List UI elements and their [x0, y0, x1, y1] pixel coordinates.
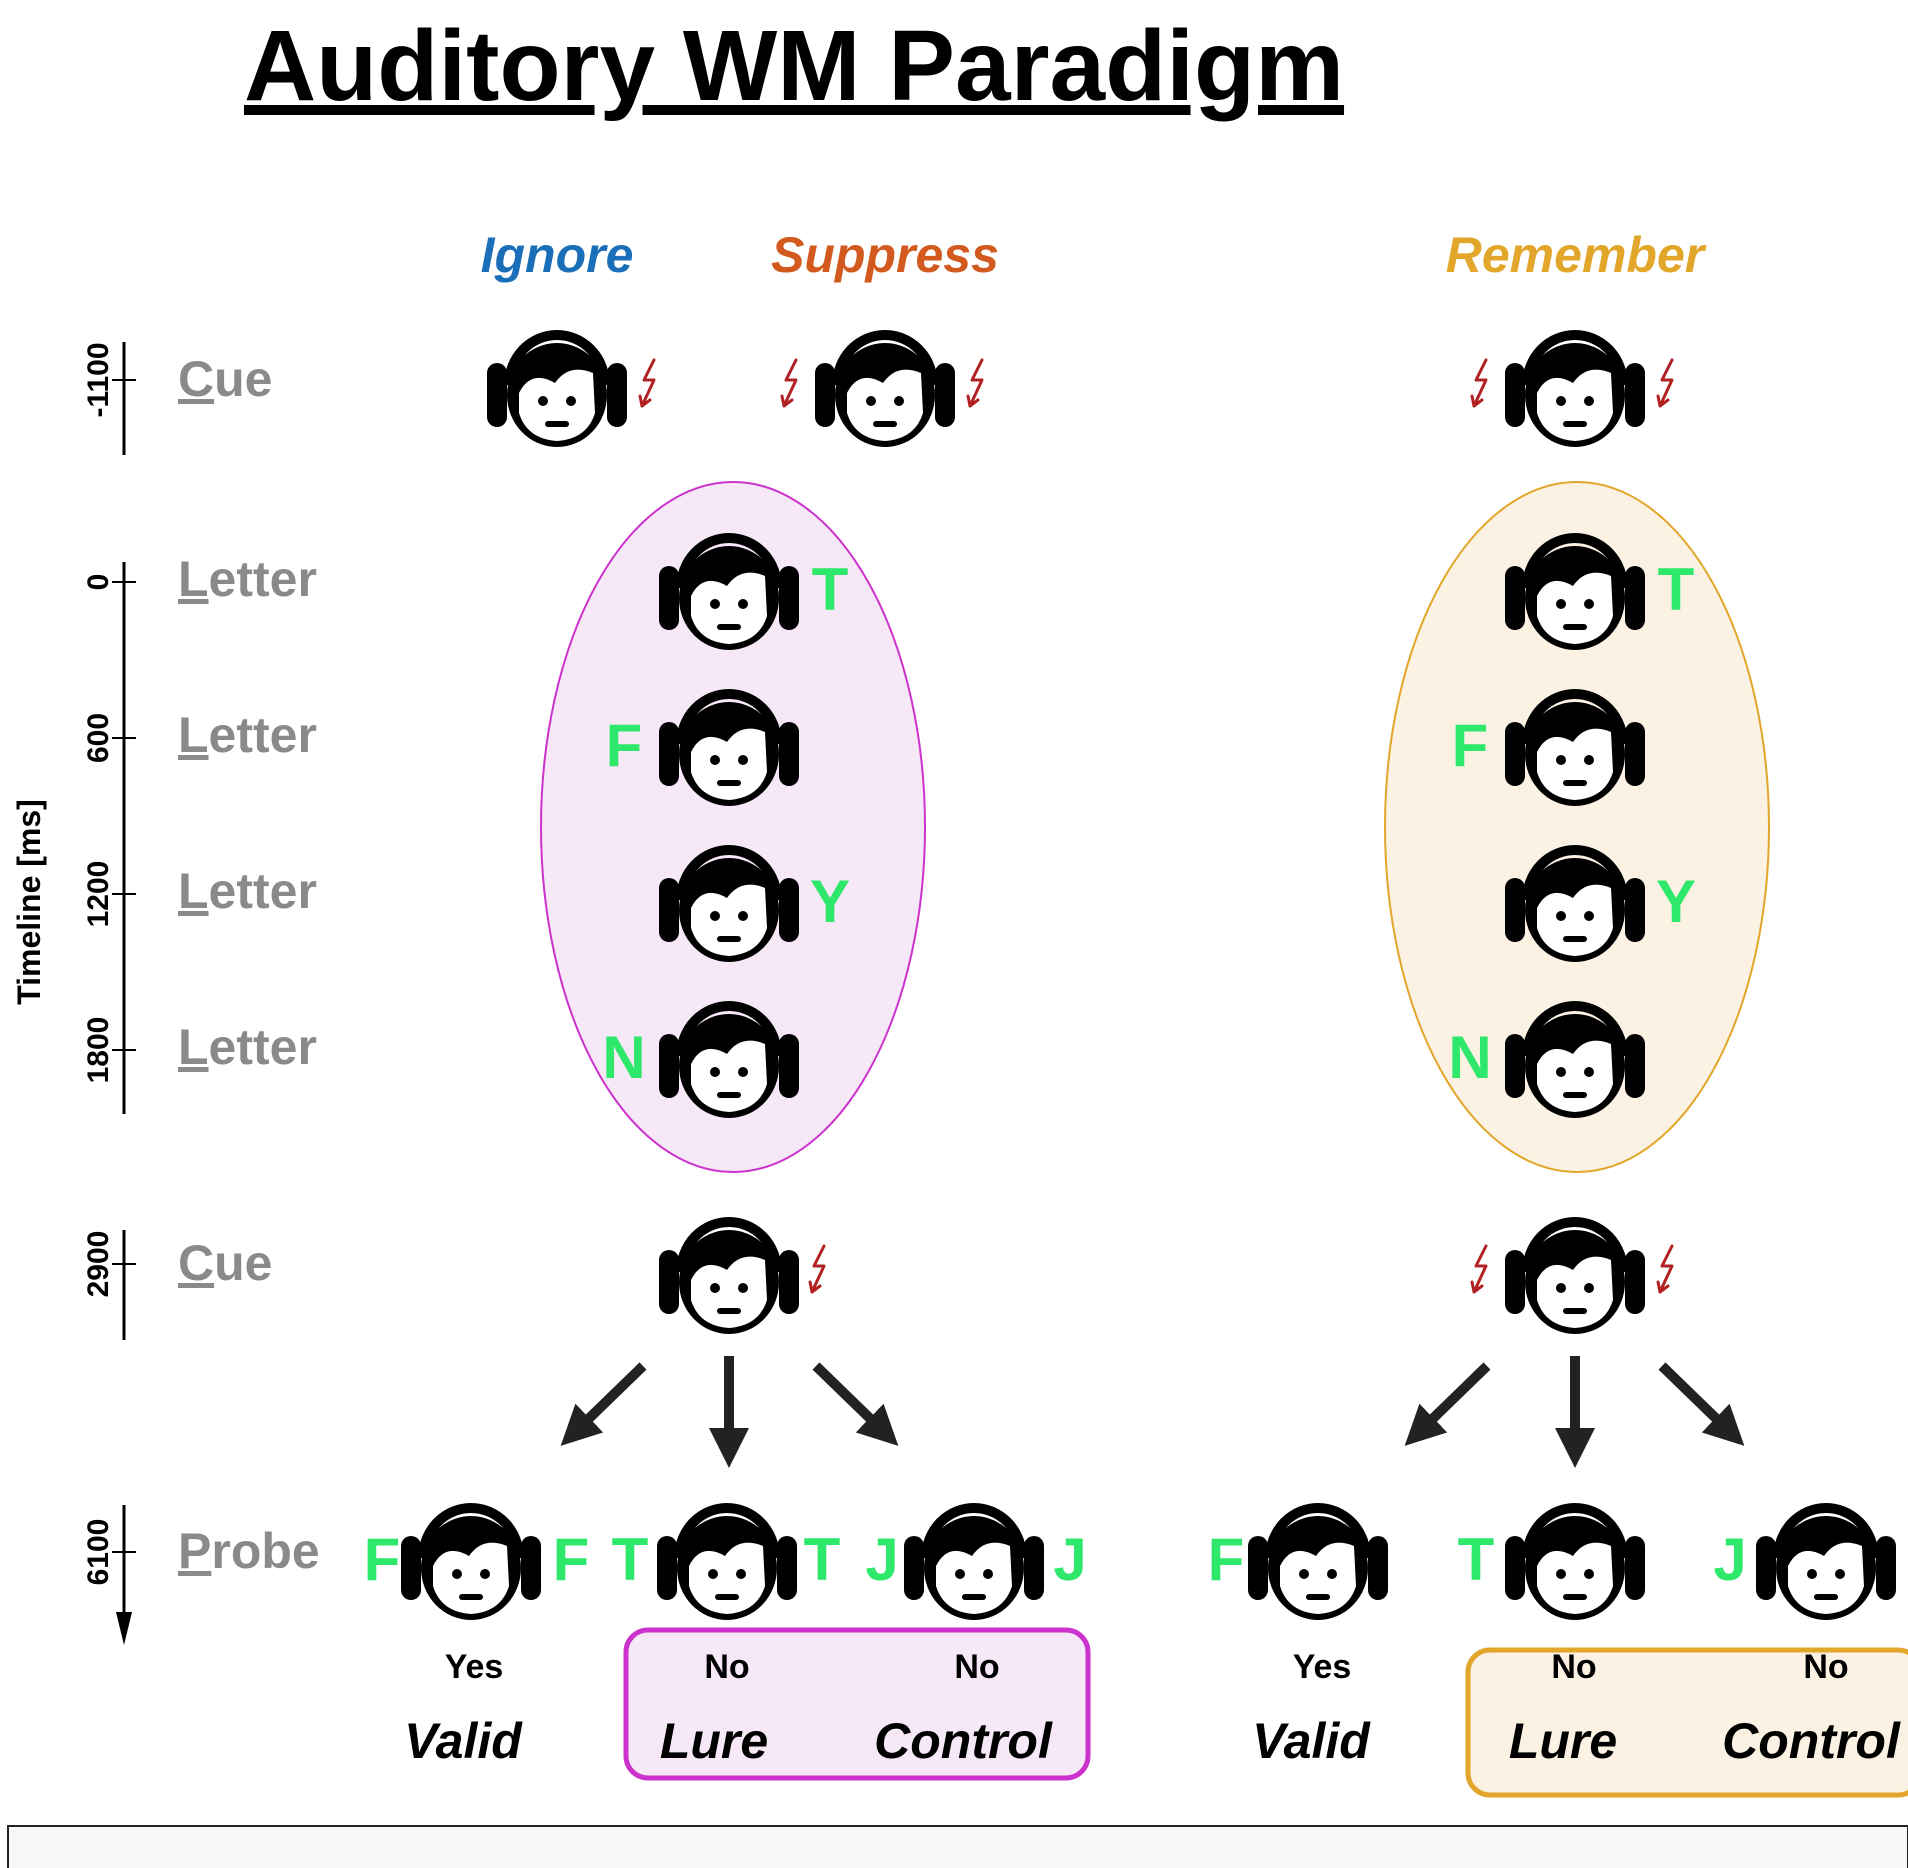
axis-tick--1100: -1100: [82, 342, 115, 417]
headphones-face-icon: [1505, 335, 1645, 447]
arrow-icon: [560, 1362, 647, 1446]
lightning-bolt-icon: [780, 358, 798, 408]
row-label-letter-3: Letter: [178, 863, 317, 919]
headphones-face-icon: [657, 1508, 797, 1620]
headphones-face-icon: [659, 1222, 799, 1334]
probe-letter-control: J: [1713, 1526, 1746, 1593]
letter-item: Y: [810, 868, 850, 935]
letter-item: F: [1452, 712, 1489, 779]
condition-suppress: Suppress: [771, 227, 999, 283]
headphones-face-icon: [904, 1508, 1044, 1620]
headphones-face-icon: [1248, 1508, 1388, 1620]
letter-item: F: [606, 712, 643, 779]
probe-letter-valid-left: F: [364, 1526, 401, 1593]
probe-letter-lure: T: [1458, 1526, 1495, 1593]
arrow-icon: [1658, 1362, 1745, 1446]
probe-response-lure: No: [704, 1648, 749, 1686]
timeline-axis: [112, 342, 136, 1645]
probe-response-lure: No: [1551, 1648, 1596, 1686]
branch-arrows: [560, 1356, 1745, 1468]
remember-no-response-box: [1465, 1647, 1908, 1798]
row-label-letter-2: Letter: [178, 707, 317, 763]
probe-letter-lure-left: T: [612, 1526, 649, 1593]
axis-tick-1800: 1800: [82, 1017, 115, 1084]
axis-tick-6100: 6100: [82, 1519, 115, 1586]
lightning-bolt-icon: [638, 358, 656, 408]
condition-remember: Remember: [1446, 227, 1707, 283]
headphones-face-icon: [1505, 1222, 1645, 1334]
arrow-icon: [1404, 1362, 1491, 1446]
headphones-face-icon: [1505, 1508, 1645, 1620]
axis-tick-2900: 2900: [82, 1231, 115, 1298]
probe-response-control: No: [1803, 1648, 1848, 1686]
lightning-bolt-icon: [1656, 358, 1674, 408]
probe-type-control: Control: [1722, 1713, 1901, 1769]
probe-letter-lure-right: T: [804, 1526, 841, 1593]
axis-tick-600: 600: [82, 713, 115, 763]
letter-item: T: [812, 556, 849, 623]
probe-type-lure: Lure: [1509, 1713, 1617, 1769]
row-label-letter-1: Letter: [178, 551, 317, 607]
bottom-panel-frame: [7, 1825, 1908, 1868]
lightning-bolt-icon: [1470, 358, 1488, 408]
arrow-icon: [812, 1362, 899, 1446]
letter-item: N: [1448, 1024, 1491, 1091]
letter-item: Y: [1656, 868, 1696, 935]
headphones-face-icon: [1756, 1508, 1896, 1620]
probe-letter-control-left: J: [865, 1526, 898, 1593]
axis-tick-1200: 1200: [82, 861, 115, 928]
probe-type-valid: Valid: [1252, 1713, 1371, 1769]
row-label-letter-4: Letter: [178, 1019, 317, 1075]
probe-response-control: No: [954, 1648, 999, 1686]
headphones-face-icon: [815, 335, 955, 447]
lightning-bolt-icon: [808, 1244, 826, 1294]
lightning-bolt-icon: [1656, 1244, 1674, 1294]
axis-label: Timeline [ms]: [11, 799, 47, 1005]
probe-letter-valid-right: F: [553, 1526, 590, 1593]
row-label-probe: Probe: [178, 1523, 320, 1579]
headphones-face-icon: [401, 1508, 541, 1620]
axis-tick-0: 0: [82, 574, 115, 591]
row-label-cue-1: Cue: [178, 351, 272, 407]
probe-type-control: Control: [874, 1713, 1053, 1769]
condition-ignore: Ignore: [481, 227, 634, 283]
probe-response-valid: Yes: [1293, 1648, 1352, 1686]
probe-response-valid: Yes: [445, 1648, 504, 1686]
probe-letter-control-right: J: [1053, 1526, 1086, 1593]
letter-item: N: [602, 1024, 645, 1091]
letter-item: T: [1658, 556, 1695, 623]
probe-type-lure: Lure: [660, 1713, 768, 1769]
headphones-face-icon: [487, 335, 627, 447]
lightning-bolt-icon: [966, 358, 984, 408]
row-label-cue-2: Cue: [178, 1235, 272, 1291]
page-title: Auditory WM Paradigm: [244, 10, 1344, 122]
ignore-suppress-encoding-ellipse: [540, 481, 926, 1173]
probe-type-valid: Valid: [404, 1713, 523, 1769]
remember-encoding-ellipse: [1384, 481, 1770, 1173]
lightning-bolt-icon: [1470, 1244, 1488, 1294]
probe-letter-valid: F: [1208, 1526, 1245, 1593]
ignore-suppress-no-response-box: [623, 1627, 1091, 1781]
